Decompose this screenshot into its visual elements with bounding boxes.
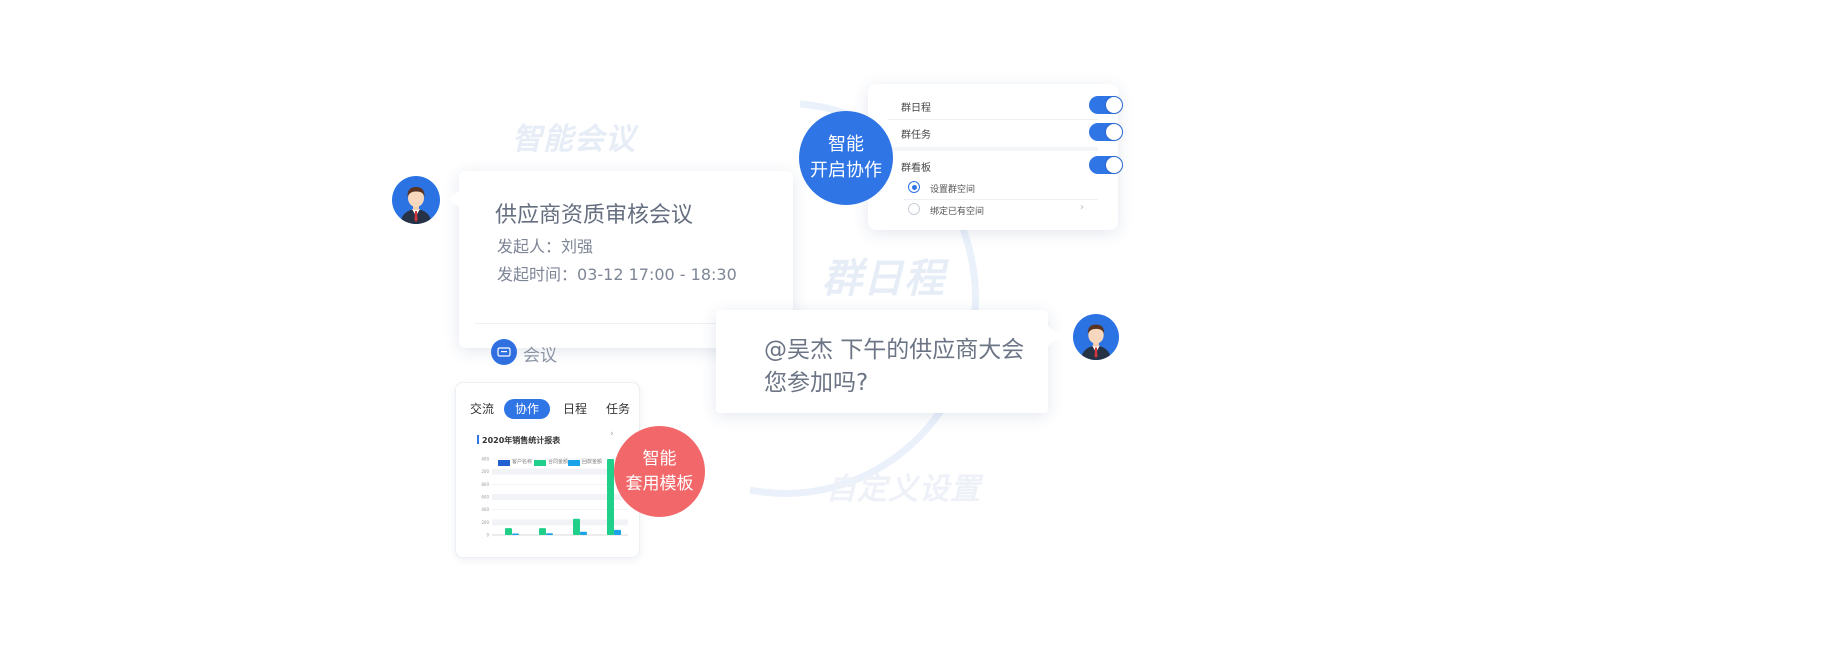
group-settings-card: 群日程 群任务 群看板 设置群空间 绑定已有空间 › bbox=[868, 84, 1123, 230]
chart-bar bbox=[573, 518, 580, 535]
toggle-group-task[interactable] bbox=[1089, 123, 1123, 141]
toggle-group-board[interactable] bbox=[1089, 156, 1123, 174]
person-icon bbox=[400, 187, 432, 224]
option-bind-space-label: 绑定已有空间 bbox=[930, 207, 985, 217]
y-tick-label: 200 bbox=[481, 469, 489, 474]
y-tick-label: 200 bbox=[481, 520, 489, 525]
smart-collab-badge: 智能 开启协作 bbox=[799, 111, 893, 205]
meeting-app-label: 会议 bbox=[523, 346, 557, 366]
avatar-left bbox=[392, 176, 440, 224]
bubble-pointer bbox=[449, 189, 461, 209]
settings-divider bbox=[904, 199, 1098, 200]
legend-swatch bbox=[568, 460, 580, 466]
chevron-right-icon[interactable]: › bbox=[1080, 202, 1084, 213]
chat-line-2: 您参加吗? bbox=[764, 370, 869, 396]
chart-bar bbox=[546, 533, 553, 535]
bubble-pointer bbox=[1048, 326, 1060, 346]
avatar-right bbox=[1073, 314, 1119, 360]
y-tick-label: 0 bbox=[486, 533, 489, 538]
initiator-value: 刘强 bbox=[561, 237, 594, 256]
radio-bind-space[interactable] bbox=[908, 203, 920, 215]
chevron-right-icon[interactable]: › bbox=[610, 429, 614, 439]
y-tick-label: 600 bbox=[481, 495, 489, 500]
smart-template-badge: 智能 套用模板 bbox=[614, 426, 705, 517]
meeting-title: 供应商资质审核会议 bbox=[495, 203, 694, 228]
watermark-smart-meeting: 智能会议 bbox=[512, 122, 636, 157]
meeting-initiator-row: 发起人：刘强 bbox=[497, 233, 593, 257]
settings-divider bbox=[888, 147, 1098, 151]
chart-bar bbox=[580, 531, 587, 535]
badge-line: 开启协作 bbox=[810, 160, 882, 181]
chart-bar bbox=[607, 459, 614, 535]
tab-collab[interactable]: 协作 bbox=[504, 399, 550, 419]
person-icon bbox=[1080, 324, 1112, 360]
time-value: 03-12 17:00 - 18:30 bbox=[577, 265, 737, 284]
watermark-custom-settings: 自定义设置 bbox=[826, 472, 981, 507]
y-tick-label: 400 bbox=[481, 457, 489, 462]
legend-label: 客户名称 bbox=[512, 459, 533, 465]
tab-task[interactable]: 任务 bbox=[605, 402, 630, 416]
chart-bar bbox=[505, 528, 512, 535]
collab-tabs-card: 交流 协作 日程 任务 2020年销售统计报表 › 客户名称 合同金额 回款金额… bbox=[455, 382, 640, 558]
badge-line: 智能 bbox=[828, 134, 864, 155]
watermark-group-schedule: 群日程 bbox=[822, 256, 945, 302]
badge-line: 套用模板 bbox=[625, 473, 694, 494]
time-label: 发起时间： bbox=[497, 265, 578, 284]
radio-set-space[interactable] bbox=[908, 181, 920, 193]
legend-swatch bbox=[534, 460, 546, 466]
y-tick-label: 400 bbox=[481, 507, 489, 512]
badge-line: 智能 bbox=[642, 448, 677, 469]
toggle-group-schedule[interactable] bbox=[1089, 96, 1123, 114]
legend-label: 回款金额 bbox=[582, 459, 603, 465]
settings-divider bbox=[888, 119, 1098, 120]
legend-label: 合同金额 bbox=[548, 459, 569, 465]
meeting-time-row: 发起时间：03-12 17:00 - 18:30 bbox=[497, 261, 737, 285]
chart-title: 2020年销售统计报表 bbox=[476, 435, 561, 445]
setting-label-board: 群看板 bbox=[901, 163, 931, 174]
tab-schedule[interactable]: 日程 bbox=[562, 402, 587, 416]
y-tick-label: 800 bbox=[481, 482, 489, 487]
chart-bar bbox=[539, 528, 546, 535]
chat-line-1: @吴杰 下午的供应商大会 bbox=[764, 337, 1025, 363]
meeting-app-icon bbox=[491, 339, 517, 365]
meeting-divider bbox=[475, 323, 777, 324]
option-set-space-label: 设置群空间 bbox=[930, 185, 976, 195]
initiator-label: 发起人： bbox=[497, 237, 562, 256]
sales-bar-chart: 0 200 400 600 800 200 400 bbox=[481, 457, 628, 538]
legend-swatch bbox=[498, 460, 510, 466]
chart-bar bbox=[614, 529, 621, 535]
setting-label-task: 群任务 bbox=[901, 130, 931, 141]
setting-label-schedule: 群日程 bbox=[901, 103, 931, 114]
chat-message-bubble[interactable]: @吴杰 下午的供应商大会 您参加吗? bbox=[716, 310, 1060, 413]
meeting-card[interactable]: 供应商资质审核会议 发起人：刘强 发起时间：03-12 17:00 - 18:3… bbox=[449, 171, 793, 366]
chart-bar bbox=[512, 533, 519, 535]
tab-chat[interactable]: 交流 bbox=[469, 402, 494, 416]
